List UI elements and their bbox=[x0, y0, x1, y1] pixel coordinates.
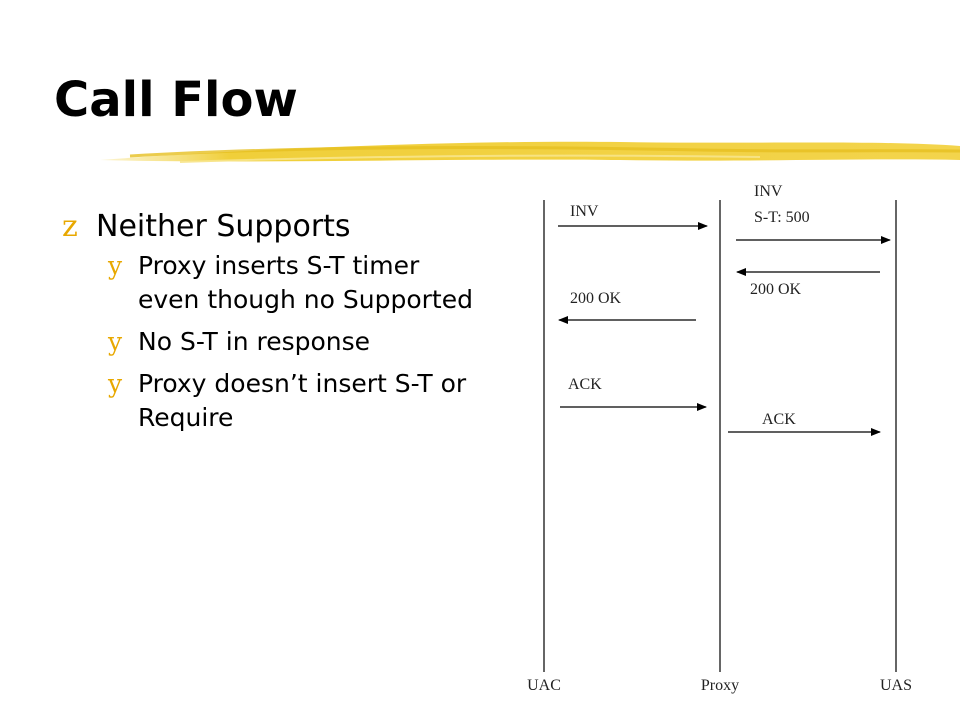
sub-bullet-text: Proxy doesn’t insert S-T or Require bbox=[138, 369, 467, 432]
sub-bullet-text: No S-T in response bbox=[138, 327, 371, 356]
main-bullet: z Neither Supports bbox=[62, 205, 482, 249]
sub-bullet: y No S-T in response bbox=[108, 325, 482, 359]
sub-bullet: y Proxy inserts S-T timer even though no… bbox=[108, 249, 482, 317]
msg-label: 200 OK bbox=[570, 290, 622, 307]
main-bullet-text: Neither Supports bbox=[96, 209, 351, 244]
entity-label-uac: UAC bbox=[527, 677, 561, 694]
msg-label: INV bbox=[570, 203, 599, 220]
entity-label-proxy: Proxy bbox=[701, 677, 739, 694]
bullet-list: z Neither Supports y Proxy inserts S-T t… bbox=[62, 205, 482, 435]
msg-label: ACK bbox=[762, 411, 796, 428]
msg-label: 200 OK bbox=[750, 281, 802, 298]
entity-label-uas: UAS bbox=[880, 677, 912, 694]
slide-title: Call Flow bbox=[54, 72, 298, 128]
msg-label-2: S-T: 500 bbox=[754, 209, 810, 226]
main-bullet-marker: z bbox=[62, 209, 78, 244]
sub-bullet-marker: y bbox=[108, 369, 123, 398]
sub-bullet-marker: y bbox=[108, 251, 123, 280]
msg-label: INV bbox=[754, 183, 783, 200]
sub-bullet-text: Proxy inserts S-T timer even though no S… bbox=[138, 251, 473, 314]
sub-bullet-marker: y bbox=[108, 327, 123, 356]
msg-label: ACK bbox=[568, 376, 602, 393]
sub-bullet: y Proxy doesn’t insert S-T or Require bbox=[108, 367, 482, 435]
